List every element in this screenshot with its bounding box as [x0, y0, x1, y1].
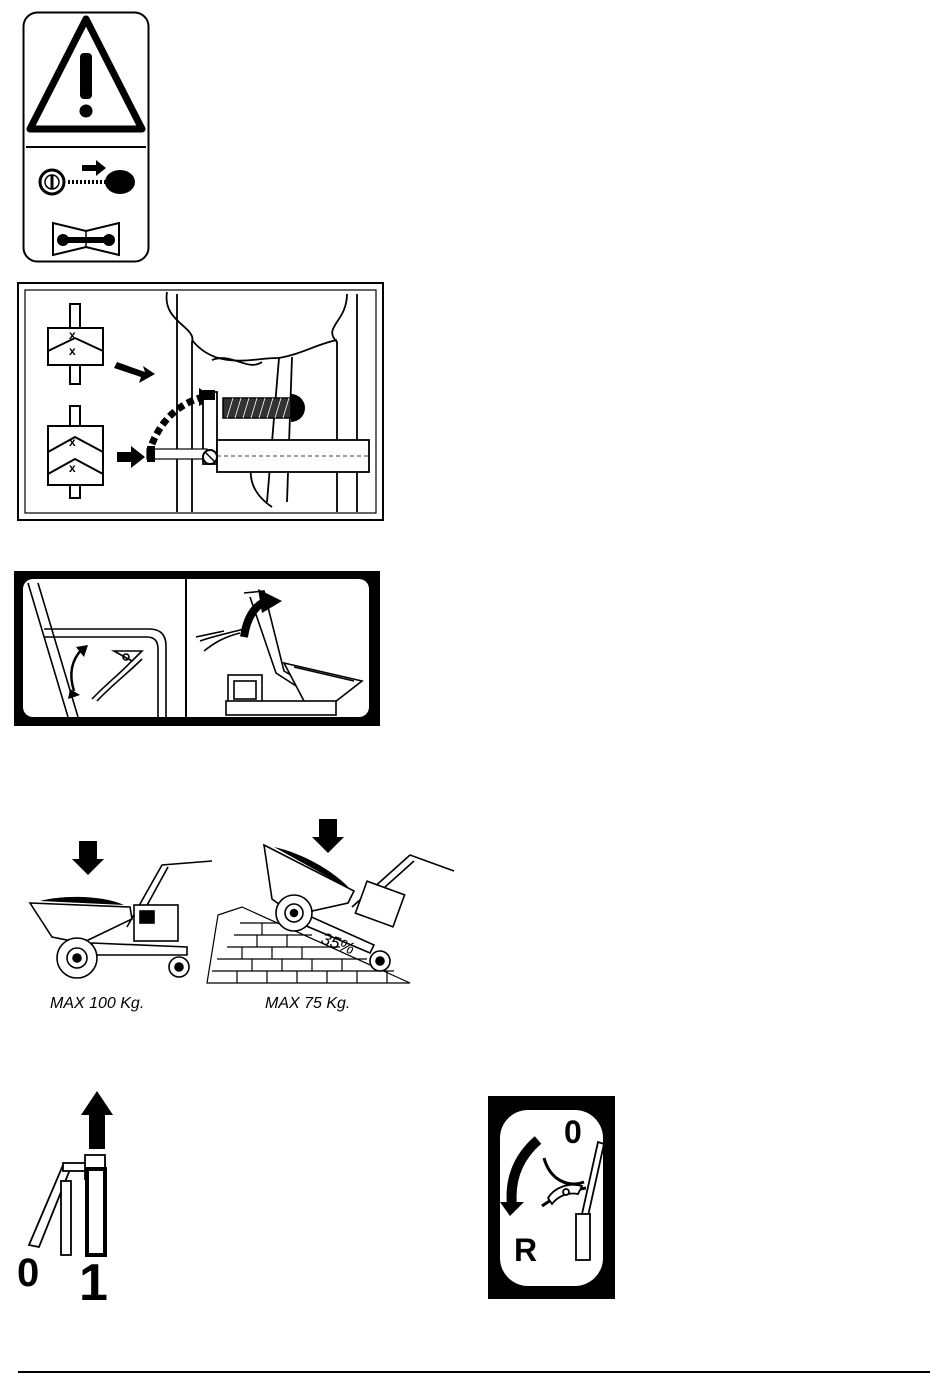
lever-neutral-label: 0 — [564, 1116, 582, 1148]
warning-plate — [22, 11, 150, 263]
barrow-flat — [30, 861, 212, 978]
dump-lever-figure — [14, 571, 380, 726]
svg-text:x: x — [69, 461, 76, 475]
throttle-switch-figure: 0 1 — [15, 1085, 135, 1310]
reverse-lever-figure: 0 R — [488, 1096, 615, 1299]
handle-clamp-figure: x x x x — [17, 282, 384, 521]
slope-load-label: MAX 75 Kg. — [265, 995, 350, 1013]
svg-text:x: x — [69, 344, 76, 358]
lever-reverse-label: R — [514, 1234, 537, 1266]
footer-rule — [18, 1371, 930, 1373]
load-arrow-icon — [312, 819, 344, 853]
load-limits-figure: 35% MAX 100 Kg. MAX 75 Kg. — [22, 815, 462, 1020]
svg-text:x: x — [69, 328, 76, 342]
switch-on-label: 1 — [79, 1257, 108, 1309]
load-arrow-icon — [72, 841, 104, 875]
svg-text:x: x — [69, 435, 76, 449]
flat-load-label: MAX 100 Kg. — [50, 995, 144, 1013]
switch-off-label: 0 — [17, 1253, 39, 1293]
up-arrow-icon — [81, 1091, 113, 1149]
clamp-bolt — [223, 398, 291, 418]
